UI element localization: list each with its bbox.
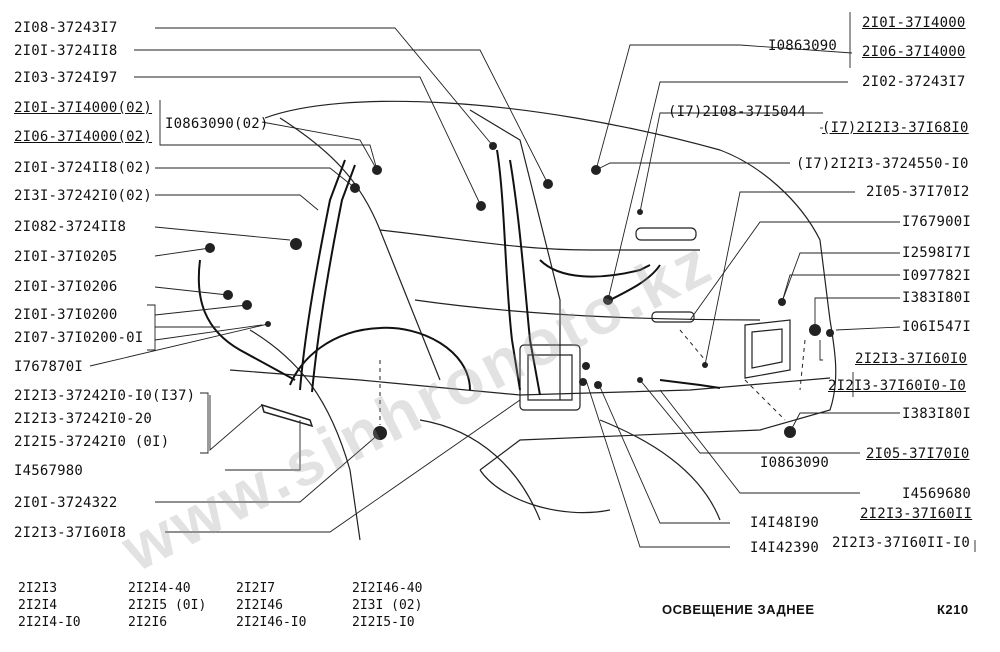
part-label: 2I05-37I70I0	[866, 446, 970, 462]
part-label: 2I082-3724II8	[14, 219, 127, 235]
part-label: (I7)2I2I3-37I68I0	[822, 120, 969, 136]
part-label: I0863090	[768, 38, 838, 54]
part-label: 2I2I3-37242I0-20	[14, 411, 153, 427]
part-label: 2I07-37I0200-0I	[14, 330, 144, 346]
dashed-mount-lines	[379, 329, 806, 425]
part-label: I767900I	[902, 214, 972, 230]
part-label: 2I06-37I4000(02)	[14, 129, 153, 145]
part-label: 2I05-37I70I2	[866, 184, 970, 200]
wire-harness	[197, 149, 721, 396]
model-code: 2I2I3	[18, 581, 58, 596]
part-label: I4I42390	[750, 540, 820, 556]
part-label: 2I03-3724I97	[14, 70, 118, 86]
part-label: 2I2I3-37I60I0	[855, 351, 968, 367]
door-switch	[260, 403, 314, 428]
part-label: I4567980	[14, 463, 84, 479]
model-code: 2I3I (02)	[352, 598, 423, 613]
model-code: 2I2I46	[236, 598, 283, 613]
part-label: I767870I	[14, 359, 84, 375]
model-code: 2I2I5-I0	[352, 615, 415, 630]
part-label: I4569680	[902, 486, 972, 502]
part-label: I383I80I	[902, 290, 972, 306]
part-label: I2598I7I	[902, 245, 972, 261]
part-label: I4I48I90	[750, 515, 820, 531]
part-label: 2I0I-37I4000(02)	[14, 100, 153, 116]
model-code: 2I2I46-40	[352, 581, 423, 596]
part-label: I097782I	[902, 268, 972, 284]
part-label: I0863090(02)	[165, 116, 269, 132]
model-code: 2I2I7	[236, 581, 276, 596]
part-label: 2I0I-3724322	[14, 495, 118, 511]
part-label: 2I0I-37I4000	[862, 15, 966, 31]
vehicle-outline	[229, 100, 837, 541]
part-label: 2I2I5-37242I0 (0I)	[14, 434, 170, 450]
part-label: 2I0I-37I0205	[14, 249, 118, 265]
part-label: I0863090	[760, 455, 830, 471]
part-label: 2I2I3-37I60II-I0	[832, 535, 971, 551]
part-label: 2I3I-37242I0(02)	[14, 188, 153, 204]
part-label: 2I08-37243I7	[14, 20, 118, 36]
part-label: 2I0I-37I0200	[14, 307, 118, 323]
part-label: 2I0I-3724II8(02)	[14, 160, 153, 176]
part-label: 2I2I3-37I60I0-I0	[828, 378, 967, 394]
bracket-lines	[147, 12, 976, 552]
model-code: 2I2I4	[18, 598, 58, 613]
part-label: (I7)2I08-37I5044	[668, 104, 807, 120]
part-label: I383I80I	[902, 406, 972, 422]
model-code: 2I2I46-I0	[236, 615, 307, 630]
part-label: 2I06-37I4000	[862, 44, 966, 60]
diagram-title: ОСВЕЩЕНИЕ ЗАДНЕЕ	[662, 602, 815, 617]
model-code: 2I2I4-I0	[18, 615, 81, 630]
part-label: (I7)2I2I3-3724550-I0	[796, 156, 969, 172]
model-code: 2I2I5 (0I)	[128, 598, 207, 613]
page-code: К210	[937, 602, 969, 617]
part-label: 2I0I-3724II8	[14, 43, 118, 59]
part-label: 2I2I3-37I60I8	[14, 525, 127, 541]
part-label: 2I02-37243I7	[862, 74, 966, 90]
part-label: I06I547I	[902, 319, 972, 335]
part-label: 2I2I3-37I60II	[860, 506, 973, 522]
model-code: 2I2I6	[128, 615, 168, 630]
part-label: 2I2I3-37242I0-I0(I37)	[14, 388, 196, 404]
leader-lines	[89, 27, 901, 548]
part-label: 2I0I-37I0206	[14, 279, 118, 295]
model-code: 2I2I4-40	[128, 581, 191, 596]
